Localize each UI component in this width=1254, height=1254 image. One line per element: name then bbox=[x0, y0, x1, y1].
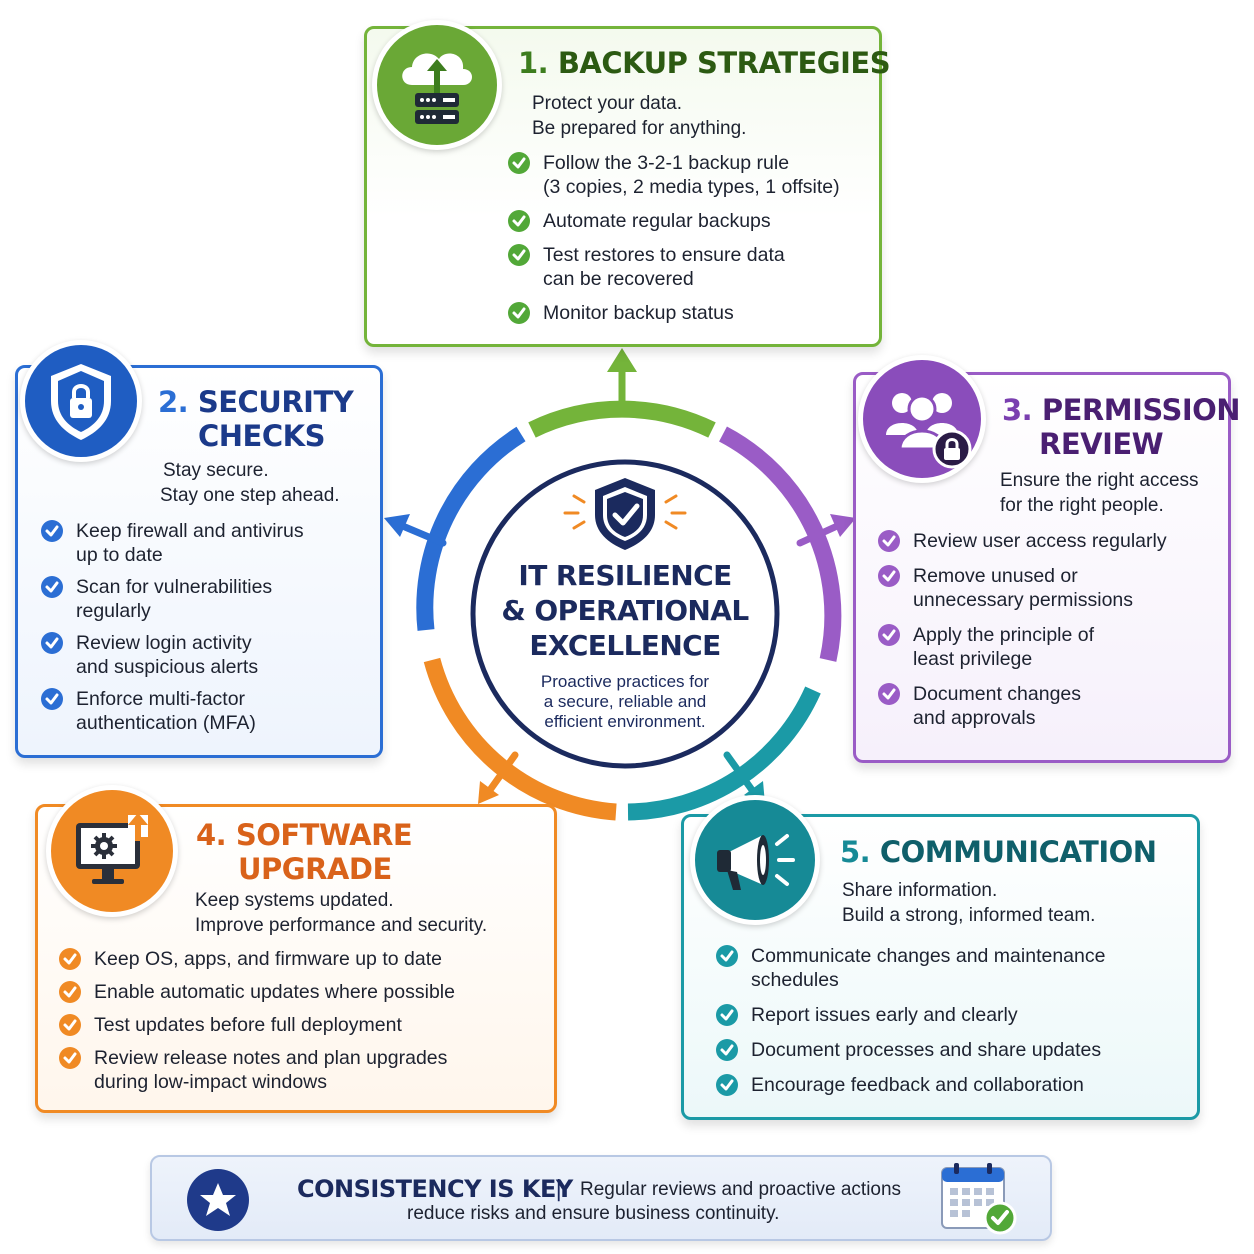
check-icon bbox=[716, 1074, 738, 1096]
shield-lock-icon bbox=[20, 340, 142, 462]
monitor-update-icon bbox=[46, 785, 178, 917]
ring-arc-orange bbox=[423, 657, 617, 821]
megaphone-icon bbox=[690, 795, 820, 925]
arrow-up-green bbox=[607, 348, 637, 372]
software-number: 4. bbox=[196, 818, 227, 852]
list-item: Report issues early and clearly bbox=[716, 1003, 1186, 1027]
communication-number: 5. bbox=[840, 835, 871, 869]
ring-arc-blue bbox=[416, 426, 526, 631]
check-icon bbox=[508, 152, 530, 174]
permission-title: 3. PERMISSION REVIEW bbox=[1002, 393, 1241, 461]
cloud-server-icon bbox=[372, 20, 502, 150]
backup-title: 1. BACKUP STRATEGIES bbox=[518, 46, 891, 80]
center-shield-icon bbox=[595, 478, 655, 550]
footer-title: CONSISTENCY IS KEY bbox=[297, 1175, 573, 1203]
check-icon bbox=[41, 688, 63, 710]
arrow-left-blue bbox=[384, 514, 410, 537]
list-item: Test updates before full deployment bbox=[59, 1013, 539, 1037]
communication-title: 5. COMMUNICATION bbox=[840, 835, 1157, 869]
check-icon bbox=[41, 520, 63, 542]
ring-arc-teal bbox=[627, 686, 821, 821]
permission-number: 3. bbox=[1002, 393, 1033, 427]
users-lock-icon bbox=[858, 355, 986, 483]
security-tagline: Stay secure. Stay one step ahead. bbox=[160, 460, 340, 506]
check-icon bbox=[59, 981, 81, 1003]
list-item: Encourage feedback and collaboration bbox=[716, 1073, 1186, 1097]
ring-arc-purple bbox=[719, 426, 842, 662]
backup-tagline: Protect your data. Be prepared for anyth… bbox=[532, 93, 747, 139]
center-spark-icon bbox=[563, 494, 687, 530]
check-icon bbox=[41, 632, 63, 654]
arrow-down-orange bbox=[478, 781, 499, 804]
security-title: 2. SECURITY CHECKS bbox=[158, 385, 354, 453]
software-tagline: Keep systems updated. Improve performanc… bbox=[195, 890, 488, 936]
check-icon bbox=[878, 565, 900, 587]
check-icon bbox=[878, 624, 900, 646]
list-item: Monitor backup status bbox=[508, 301, 878, 325]
permission-checklist: Review user access regularly Remove unus… bbox=[878, 529, 1218, 730]
footer-text-line1: Regular reviews and proactive actions bbox=[580, 1179, 902, 1200]
star-icon bbox=[187, 1169, 249, 1231]
security-number: 2. bbox=[158, 385, 189, 419]
center-subtitle: Proactive practices for a secure, reliab… bbox=[540, 672, 710, 731]
check-icon bbox=[716, 945, 738, 967]
check-icon bbox=[59, 948, 81, 970]
software-checklist: Keep OS, apps, and firmware up to date E… bbox=[59, 947, 539, 1094]
list-item: Keep OS, apps, and firmware up to date bbox=[59, 947, 539, 971]
calendar-check-icon bbox=[938, 1160, 1018, 1238]
check-icon bbox=[59, 1047, 81, 1069]
check-icon bbox=[508, 210, 530, 232]
list-item: Enable automatic updates where possible bbox=[59, 980, 539, 1004]
check-icon bbox=[878, 530, 900, 552]
list-item: Automate regular backups bbox=[508, 209, 878, 233]
footer-separator: | bbox=[555, 1177, 563, 1202]
consistency-footer: CONSISTENCY IS KEY | Regular reviews and… bbox=[150, 1155, 1052, 1241]
permission-tagline: Ensure the right access for the right pe… bbox=[1000, 470, 1199, 516]
check-icon bbox=[878, 683, 900, 705]
list-item: Follow the 3-2-1 backup rule(3 copies, 2… bbox=[508, 151, 878, 199]
footer-text-line2: reduce risks and ensure business continu… bbox=[407, 1203, 780, 1224]
check-icon bbox=[508, 244, 530, 266]
check-icon bbox=[716, 1039, 738, 1061]
communication-tagline: Share information. Build a strong, infor… bbox=[842, 880, 1096, 926]
arrow-right-purple bbox=[830, 514, 856, 537]
software-title: 4. SOFTWARE UPGRADE bbox=[196, 818, 413, 886]
list-item: Document processes and share updates bbox=[716, 1038, 1186, 1062]
list-item: Review user access regularly bbox=[878, 529, 1218, 553]
backup-number: 1. bbox=[518, 46, 549, 80]
check-icon bbox=[508, 302, 530, 324]
backup-checklist: Follow the 3-2-1 backup rule(3 copies, 2… bbox=[508, 151, 878, 325]
check-icon bbox=[41, 576, 63, 598]
check-icon bbox=[716, 1004, 738, 1026]
center-title: IT RESILIENCE & OPERATIONAL EXCELLENCE bbox=[501, 559, 749, 662]
check-icon bbox=[59, 1014, 81, 1036]
